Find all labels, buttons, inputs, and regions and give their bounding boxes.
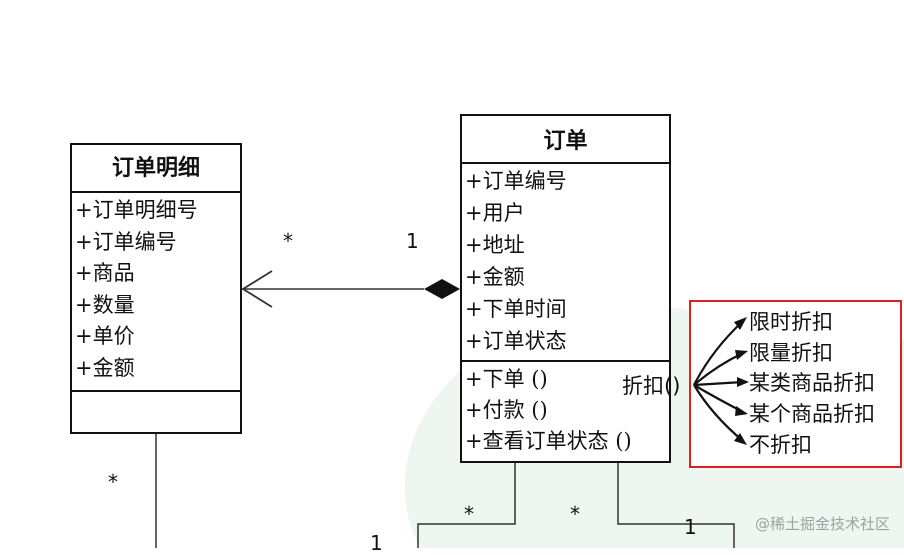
divider (72, 390, 240, 392)
discount-option: 限量折扣 (749, 341, 833, 365)
order-detail-attribute: +单价 (75, 324, 135, 348)
order-class: 订单 +订单编号 +用户 +地址 +金额 +下单时间 +订单状态 +下单 () … (460, 114, 671, 463)
order-method: +付款 () (465, 398, 548, 422)
order-mid-multiplicity: * (570, 502, 580, 526)
watermark: @稀土掘金技术社区 (754, 515, 890, 533)
order-attribute: +订单编号 (465, 169, 567, 193)
detail-multiplicity: * (283, 229, 293, 253)
composition-diamond-icon (424, 279, 460, 299)
order-detail-attribute: +数量 (75, 292, 135, 317)
discount-option: 限时折扣 (749, 310, 833, 334)
discount-fan-arrowheads (734, 317, 749, 445)
order-detail-attribute: +订单明细号 (75, 198, 198, 222)
order-multiplicity: 1 (406, 229, 419, 253)
divider (462, 360, 669, 362)
left-one-multiplicity: 1 (370, 531, 383, 555)
divider (462, 162, 669, 164)
order-right-multiplicity: 1 (684, 515, 697, 539)
order-attribute: +地址 (465, 233, 525, 257)
order-detail-attribute: +商品 (75, 261, 135, 285)
detail-bottom-multiplicity: * (108, 470, 118, 494)
order-detail-attribute: +订单编号 (75, 229, 177, 254)
order-attribute: +下单时间 (465, 297, 567, 321)
open-arrowhead-icon (241, 270, 273, 308)
discount-option: 不折扣 (749, 433, 812, 457)
order-method: +下单 () (465, 367, 548, 391)
order-class-name: 订单 (543, 128, 588, 154)
order-method: +查看订单状态 () (465, 429, 632, 453)
order-left-link (417, 463, 516, 548)
order-detail-attribute: +金额 (75, 355, 135, 380)
order-detail-class-name: 订单明细 (111, 155, 200, 181)
order-right-link (617, 463, 735, 548)
discount-option: 某个商品折扣 (749, 402, 875, 426)
order-attribute: +金额 (465, 265, 525, 289)
discount-method-label: 折扣() (622, 374, 681, 398)
order-attribute: +用户 (465, 201, 525, 225)
divider (72, 191, 240, 193)
order-detail-class: 订单明细 +订单明细号 +订单编号 +商品 +数量 +单价 +金额 (70, 143, 242, 434)
order-left-multiplicity: * (464, 502, 474, 526)
order-attribute: +订单状态 (465, 329, 567, 353)
discount-option: 某类商品折扣 (749, 371, 875, 395)
